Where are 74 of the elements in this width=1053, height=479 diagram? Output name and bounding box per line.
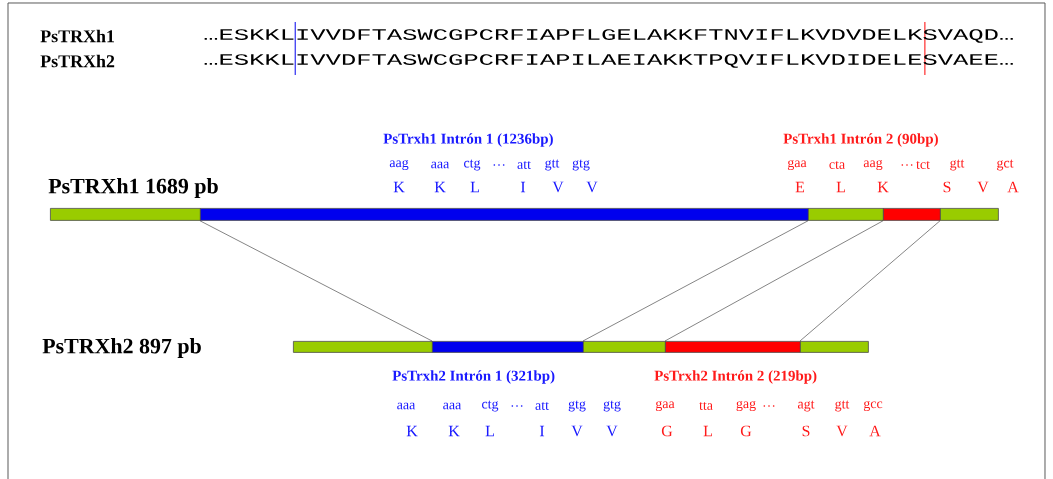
amino-acid-label: V bbox=[552, 181, 564, 193]
codon-label: gaa bbox=[787, 159, 807, 171]
connector-line bbox=[582, 220, 809, 342]
amino-acid-label: L bbox=[703, 425, 712, 437]
codon-label: gtg bbox=[568, 400, 586, 412]
codon-label: gtg bbox=[603, 400, 621, 412]
codon-label: ctg bbox=[482, 400, 499, 412]
codon-label: tta bbox=[699, 402, 713, 410]
amino-acid-label: L bbox=[485, 425, 494, 437]
intron-title: PsTrxh1 Intrón 1 (1236bp) bbox=[383, 133, 553, 147]
amino-acid-label: L bbox=[470, 181, 479, 193]
gene-segment bbox=[940, 208, 999, 221]
gene-segment bbox=[50, 208, 201, 221]
codon-label: gtt bbox=[545, 159, 560, 171]
gene-segment bbox=[432, 341, 584, 353]
gene-segment bbox=[583, 341, 666, 353]
amino-acid-label: V bbox=[836, 425, 848, 437]
intron-title: PsTrxh2 Intrón 1 (321bp) bbox=[392, 370, 555, 384]
codon-label: aaa bbox=[397, 402, 416, 410]
codon-label: aaa bbox=[431, 161, 450, 169]
sequence-name: PsTRXh2 bbox=[40, 54, 115, 68]
connector-line bbox=[664, 220, 884, 342]
codon-label: gtt bbox=[950, 159, 965, 171]
amino-acid-label: K bbox=[393, 181, 405, 193]
amino-acid-label: G bbox=[740, 425, 752, 437]
codon-label: gag bbox=[736, 400, 756, 412]
intron-title: PsTrxh2 Intrón 2 (219bp) bbox=[654, 370, 817, 384]
gene-segment bbox=[665, 341, 801, 353]
amino-acid-label: V bbox=[977, 181, 989, 193]
gene-label: PsTRXh2 897 pb bbox=[42, 338, 201, 358]
intron-title: PsTrxh1 Intrón 2 (90bp) bbox=[783, 133, 938, 147]
amino-acid-label: G bbox=[661, 425, 673, 437]
codon-label: gtg bbox=[572, 159, 590, 171]
gene-segment bbox=[800, 341, 869, 353]
connector-line bbox=[199, 220, 433, 342]
sequence-name: PsTRXh1 bbox=[40, 29, 114, 43]
amino-acid-label: K bbox=[406, 425, 418, 437]
codon-label: … bbox=[511, 405, 523, 407]
codon-label: ctg bbox=[464, 159, 481, 171]
amino-acid-label: V bbox=[586, 181, 598, 193]
codon-label: tct bbox=[916, 161, 930, 169]
codon-label: aag bbox=[389, 159, 409, 171]
codon-label: … bbox=[901, 164, 913, 166]
amino-acid-label: S bbox=[802, 425, 810, 437]
codon-label: gaa bbox=[655, 400, 675, 412]
amino-acid-label: A bbox=[869, 425, 881, 437]
codon-label: gct bbox=[997, 159, 1014, 171]
codon-label: … bbox=[493, 164, 505, 166]
amino-acid-label: E bbox=[795, 181, 805, 193]
codon-label: aag bbox=[863, 159, 883, 171]
codon-label: att bbox=[517, 161, 531, 169]
amino-acid-label: I bbox=[520, 181, 526, 193]
gene-label: PsTRXh1 1689 pb bbox=[48, 178, 218, 198]
gene-segment bbox=[883, 208, 941, 221]
codon-label: gcc bbox=[863, 400, 883, 412]
amino-acid-label: A bbox=[1007, 181, 1019, 193]
amino-acid-label: V bbox=[606, 425, 618, 437]
codon-label: gtt bbox=[835, 400, 850, 412]
amino-acid-label: K bbox=[448, 425, 460, 437]
gene-segment bbox=[200, 208, 809, 221]
codon-label: cta bbox=[829, 161, 845, 169]
codon-label: agt bbox=[797, 400, 815, 412]
codon-label: aaa bbox=[443, 402, 462, 410]
amino-acid-label: K bbox=[434, 181, 446, 193]
amino-acid-label: L bbox=[836, 181, 845, 193]
amino-acid-label: S bbox=[943, 181, 951, 193]
amino-acid-label: V bbox=[571, 425, 583, 437]
gene-segment bbox=[293, 341, 433, 353]
amino-acid-label: I bbox=[539, 425, 545, 437]
codon-label: att bbox=[535, 402, 549, 410]
gene-segment bbox=[808, 208, 884, 221]
codon-label: … bbox=[763, 405, 775, 407]
connector-line bbox=[799, 220, 941, 342]
amino-acid-label: K bbox=[877, 181, 889, 193]
